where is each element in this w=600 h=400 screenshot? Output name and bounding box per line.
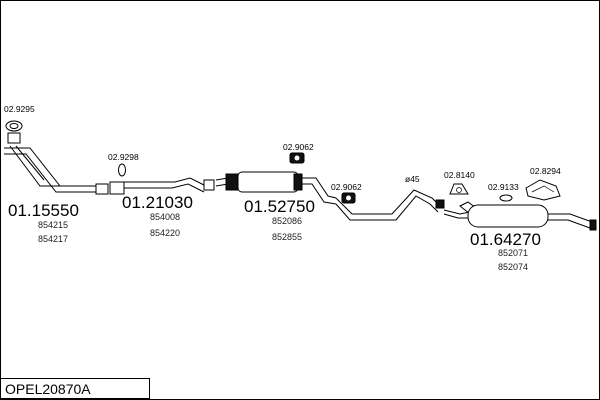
accessory-label-5: 02.8140 <box>444 170 475 180</box>
ref-intermediate-pipe-2: 854220 <box>150 228 180 238</box>
centre-silencer-end-cap <box>293 173 303 191</box>
rear-silencer-assembly <box>435 199 597 231</box>
part-number-front-pipe: 01.15550 <box>8 201 79 220</box>
front-flange <box>7 132 21 144</box>
centre-silencer-flange <box>225 173 239 191</box>
accessory-label-7: 02.8294 <box>530 166 561 176</box>
ref-front-pipe-1: 854215 <box>38 220 68 230</box>
ref-centre-silencer-1: 852086 <box>272 216 302 226</box>
rubber-ring-icon <box>118 163 126 177</box>
accessory-label-2: 02.9298 <box>108 152 139 162</box>
front-pipe-clamp <box>95 183 109 195</box>
ref-rear-silencer-1: 852071 <box>498 248 528 258</box>
part-number-centre-silencer: 01.52750 <box>244 197 315 216</box>
rear-silencer-inlet-flange <box>435 199 445 209</box>
ref-centre-silencer-2: 852855 <box>272 232 302 242</box>
accessory-label-4: 02.9062 <box>331 182 362 192</box>
intermediate-pipe-flange <box>203 179 215 191</box>
mounting-strap-inner-line <box>531 185 555 193</box>
centre-silencer-body <box>237 171 299 193</box>
accessory-label-3: 02.9062 <box>283 142 314 152</box>
mounting-rubber-hole-icon <box>294 155 300 161</box>
diagram-code-box: OPEL20870A <box>0 378 150 399</box>
part-number-rear-silencer: 01.64270 <box>470 230 541 249</box>
rubber-hanger-hole-icon <box>456 187 462 193</box>
intermediate-pipe-clamp <box>109 181 125 195</box>
small-ring-icon <box>499 194 513 202</box>
front-pipe-assembly <box>4 132 109 195</box>
ref-front-pipe-2: 854217 <box>38 234 68 244</box>
mounting-rubber-2-hole-icon <box>346 195 351 201</box>
accessory-label-1: 02.9295 <box>4 104 35 114</box>
mounting-strap-icon <box>525 179 561 201</box>
ref-rear-silencer-2: 852074 <box>498 262 528 272</box>
diagram-code: OPEL20870A <box>5 381 91 397</box>
rear-connecting-pipe <box>335 189 441 221</box>
accessory-label-6: 02.9133 <box>488 182 519 192</box>
centre-silencer-assembly <box>215 171 337 205</box>
tailpipe-end <box>589 219 597 231</box>
intermediate-pipe-assembly <box>109 177 215 195</box>
ref-intermediate-pipe-1: 854008 <box>150 212 180 222</box>
rear-silencer-body <box>467 204 549 228</box>
gasket-hole-icon <box>9 123 19 129</box>
pipe-diameter-label: ø45 <box>405 174 420 184</box>
part-number-intermediate-pipe: 01.21030 <box>122 193 193 212</box>
